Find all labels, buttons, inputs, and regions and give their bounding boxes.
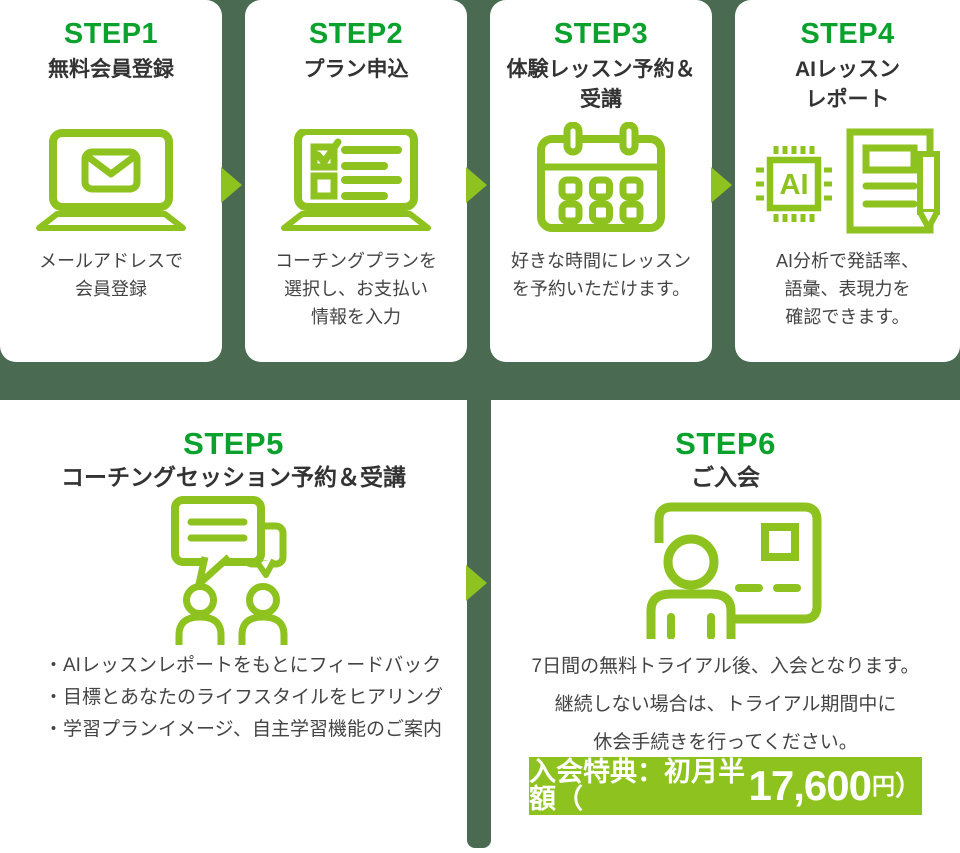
step4-description: AI分析で発話率、 語彙、表現力を 確認できます。 [775, 251, 919, 327]
svg-text:AI: AI [779, 169, 808, 201]
step3-title: 体験レッスン予約＆ 受講 [506, 58, 696, 111]
step6-description: 7日間の無料トライアル後、入会となります。 継続しない場合は、トライアル期間中に… [531, 656, 920, 753]
step5-label: STEP5 [183, 426, 284, 461]
banner-amount: 17,600 [748, 762, 872, 809]
banner-text: ） [895, 770, 922, 801]
banner-text: 入会特典：初月半額（ [529, 757, 745, 814]
step4-label: STEP4 [800, 18, 895, 50]
step6-label: STEP6 [675, 426, 776, 461]
step5-description: ・AIレッスンレポートをもとにフィードバック ・目標とあなたのライフスタイルをヒ… [44, 655, 444, 740]
step6-card: STEP6 ご入会 7日間の無料トライアル後、入会となります。 継続しない場合は… [491, 400, 960, 845]
step2-title: プラン申込 [303, 58, 409, 81]
laptop-form-icon [245, 124, 467, 238]
arrow-right-icon [221, 167, 242, 203]
step1-label: STEP1 [63, 18, 159, 50]
credit-card-person-icon [491, 494, 960, 644]
benefit-banner: 入会特典：初月半額（ 17,600 円 ） [529, 757, 922, 815]
step2-description: コーチングプランを 選択し、お支払い 情報を入力 [275, 251, 437, 327]
step1-description: メールアドレスで 会員登録 [39, 251, 183, 299]
arrow-right-icon [466, 565, 487, 601]
step3-description: 好きな時間にレッスン を予約いただけます。 [511, 251, 691, 299]
calendar-icon [490, 120, 712, 236]
step3-card: STEP3 体験レッスン予約＆ 受講 好きな時間にレッスン を予約いただけます。 [490, 0, 712, 362]
step5-card: STEP5 コーチングセッション予約＆受講 ・AIレッスンレポートをもとにフィー… [0, 400, 467, 845]
step4-title: AIレッスン レポート [795, 58, 900, 111]
arrow-right-icon [466, 167, 487, 203]
arrow-right-icon [711, 167, 732, 203]
step5-title: コーチングセッション予約＆受講 [61, 464, 406, 490]
banner-unit: 円 [872, 772, 895, 799]
step6-title: ご入会 [691, 464, 760, 490]
step1-card: STEP1 無料会員登録 メールアドレスで 会員登録 [0, 0, 222, 362]
background-gap-strip [467, 396, 491, 848]
laptop-mail-icon [0, 124, 222, 238]
ai-report-icon: AI [735, 126, 960, 238]
step2-card: STEP2 プラン申込 コーチングプランを 選択し、お支払い 情報を入力 [245, 0, 467, 362]
step2-label: STEP2 [308, 18, 404, 50]
step3-label: STEP3 [553, 18, 649, 50]
ai-chip-icon: AI [755, 146, 832, 222]
chat-people-icon [0, 496, 467, 646]
step1-title: 無料会員登録 [48, 58, 174, 81]
step4-card: STEP4 AIレッスン レポート AI [735, 0, 960, 362]
report-pencil-icon [846, 128, 940, 234]
